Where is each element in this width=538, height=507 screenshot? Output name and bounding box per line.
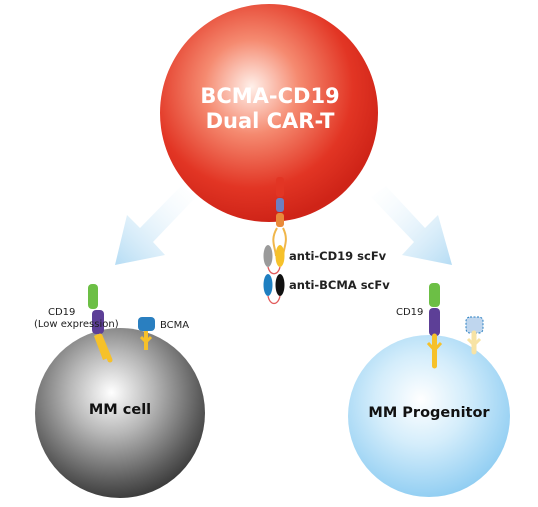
- car-t-title-line2: Dual CAR-T: [205, 109, 335, 133]
- mm-progenitor-cell: [348, 335, 510, 497]
- progenitor-cd19-receptor: [426, 283, 443, 369]
- mm-progenitor-label: MM Progenitor: [368, 405, 490, 421]
- progenitor-cd19-label: CD19: [396, 307, 424, 318]
- arrow-to-mm-cell: [115, 186, 196, 265]
- mm-cell-bcma-receptor: [138, 317, 155, 350]
- anti-cd19-scfv-icon: [263, 245, 285, 275]
- mm-cell-cd19-line2: (Low expression): [34, 319, 119, 330]
- car-t-title-line1: BCMA-CD19: [200, 84, 340, 108]
- mm-cell-cd19-receptor: [88, 284, 113, 363]
- mm-cell-label: MM cell: [88, 402, 152, 418]
- car-t-cell: [160, 4, 378, 222]
- mm-cell: [35, 328, 205, 498]
- car-t-title: BCMA-CD19 Dual CAR-T: [165, 84, 375, 134]
- mm-cell-cd19-label: CD19 (Low expression): [34, 307, 119, 331]
- legend-anti-bcma-scfv: anti-BCMA scFv: [289, 278, 390, 292]
- arrow-to-mm-progenitor: [371, 186, 452, 265]
- anti-bcma-scfv-icon: [263, 274, 285, 305]
- mm-cell-bcma-label: BCMA: [160, 320, 190, 331]
- mm-cell-cd19-line1: CD19: [48, 307, 76, 318]
- legend-anti-cd19-scfv: anti-CD19 scFv: [289, 249, 387, 263]
- progenitor-bcma-absent: [465, 316, 484, 355]
